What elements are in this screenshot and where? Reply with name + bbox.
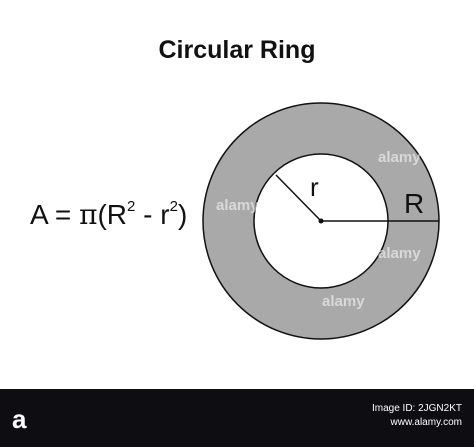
inner-radius-label: r	[310, 172, 319, 202]
formula-r: r	[160, 199, 170, 230]
watermark-text: alamy	[378, 245, 421, 262]
formula-exp1: 2	[127, 197, 136, 215]
watermark-text: alamy	[378, 149, 421, 166]
formula-pi: π	[79, 198, 98, 231]
watermark-text: alamy	[216, 197, 259, 214]
formula-open: (	[97, 199, 107, 230]
formula-minus: -	[135, 199, 161, 230]
footer-logo: a	[12, 404, 28, 434]
formula-lhs: A	[30, 199, 48, 230]
formula-exp2: 2	[169, 197, 178, 215]
footer-bar	[0, 389, 474, 447]
footer-meta: Image ID: 2JGN2KT www.alamy.com	[372, 402, 462, 430]
image-id-text: Image ID: 2JGN2KT	[371, 403, 462, 414]
formula-equals: =	[54, 199, 72, 230]
center-point	[318, 218, 324, 224]
formula-R: R	[106, 199, 128, 230]
site-url-text: www.alamy.com	[390, 417, 463, 428]
formula-close: )	[177, 199, 188, 230]
watermark-text: alamy	[322, 293, 365, 310]
page-title: Circular Ring	[158, 36, 316, 64]
outer-radius-label: R	[404, 188, 424, 219]
inner-radius-line	[275, 174, 322, 222]
area-formula: A = π(R2 - r2)	[30, 198, 187, 231]
